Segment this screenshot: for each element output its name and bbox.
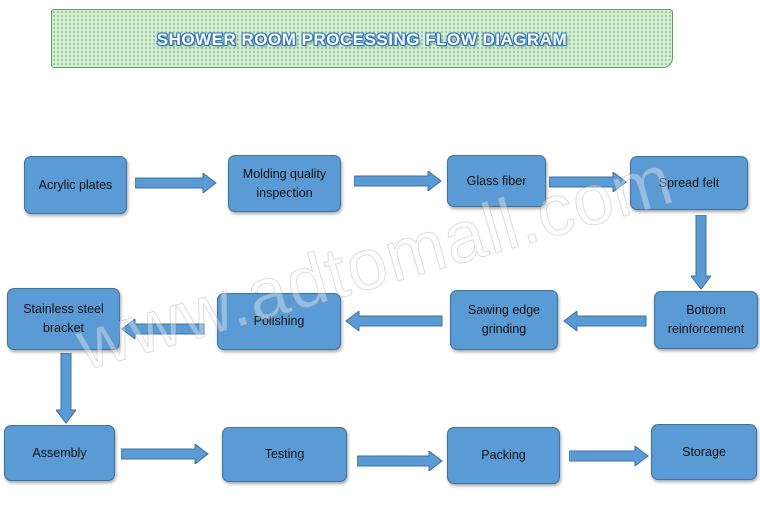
step-testing: Testing: [222, 427, 347, 482]
step-glass-fiber: Glass fiber: [447, 155, 546, 207]
arrow-right-icon: [569, 446, 649, 466]
arrow-right-icon: [549, 172, 627, 192]
title-banner: SHOWER ROOM PROCESSING FLOW DIAGRAM: [51, 9, 673, 68]
step-acrylic-plates: Acrylic plates: [24, 156, 127, 214]
step-polishing: Polishing: [217, 293, 341, 350]
diagram-title: SHOWER ROOM PROCESSING FLOW DIAGRAM: [156, 30, 568, 49]
arrow-right-icon: [135, 173, 217, 193]
arrow-left-icon: [345, 311, 443, 331]
step-storage: Storage: [651, 424, 757, 480]
step-assembly: Assembly: [4, 425, 115, 481]
arrow-right-icon: [354, 171, 442, 191]
step-packing: Packing: [447, 427, 560, 484]
step-spread-felt: Spread felt: [630, 156, 748, 210]
arrow-left-icon: [121, 319, 205, 339]
step-stainless-steel-bracket: Stainless steel bracket: [7, 288, 120, 350]
arrow-left-icon: [563, 311, 647, 331]
arrow-right-icon: [121, 444, 209, 464]
arrow-right-icon: [357, 451, 443, 471]
step-bottom-reinforcement: Bottom reinforcement: [654, 291, 758, 349]
step-sawing-edge-grinding: Sawing edge grinding: [450, 290, 558, 350]
arrow-down-icon: [691, 215, 711, 290]
step-molding-quality-inspection: Molding quality inspection: [228, 155, 341, 212]
arrow-down-icon: [56, 353, 76, 424]
